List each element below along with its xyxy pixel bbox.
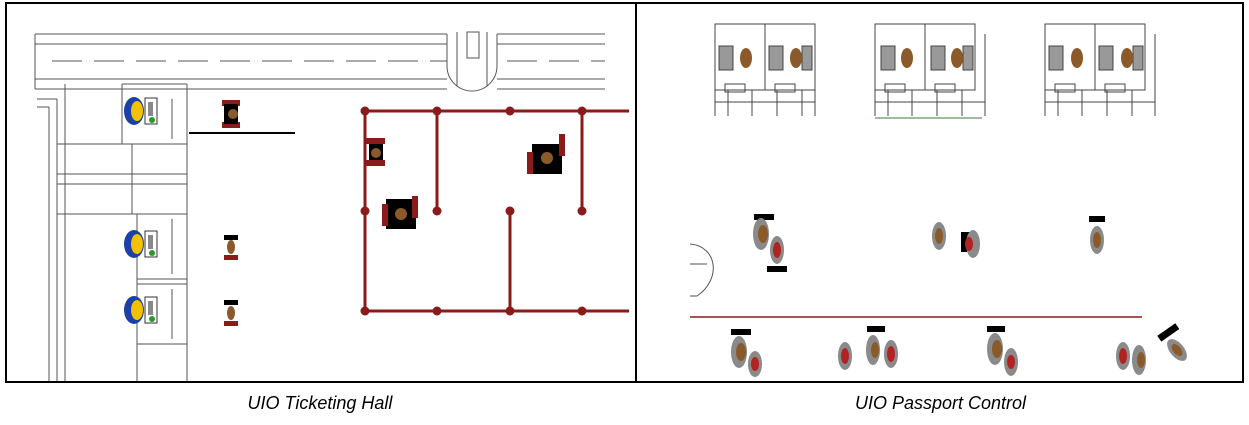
officer-booth-icon	[714, 23, 816, 116]
ticket-counter-agent-icon	[124, 97, 158, 125]
officer-icon	[1071, 48, 1133, 68]
passenger-icon	[1116, 323, 1187, 375]
passenger-icon	[222, 100, 240, 128]
ticket-counter-agent-icon	[124, 296, 158, 324]
passenger-icon	[224, 235, 238, 260]
ticketing-hall-panel	[7, 4, 635, 381]
ticketing-hall-caption: UIO Ticketing Hall	[247, 393, 393, 413]
passenger-icon	[382, 196, 418, 229]
officer-icon	[901, 48, 963, 68]
passport-control-panel	[637, 4, 1242, 381]
passenger-icon	[753, 214, 787, 272]
passenger-icon	[1089, 216, 1105, 254]
passenger-icon	[838, 326, 898, 370]
panel-divider	[635, 2, 637, 383]
passenger-icon	[932, 222, 980, 258]
ticket-counter-agent-icon	[124, 230, 158, 258]
corridor-walls	[34, 33, 605, 90]
officer-icon	[740, 48, 802, 68]
officer-booth-icon	[874, 23, 986, 116]
passenger-icon	[365, 138, 385, 166]
passport-control-caption: UIO Passport Control	[854, 393, 1027, 413]
column-outline	[689, 243, 714, 297]
building-walls	[37, 83, 188, 381]
passenger-icon	[527, 134, 565, 174]
passenger-icon	[224, 300, 238, 326]
officer-booth-icon	[1044, 23, 1156, 116]
passenger-icon	[987, 326, 1018, 376]
revolving-door-icon	[446, 31, 498, 92]
figure-frame	[5, 2, 1244, 383]
passenger-icon	[731, 329, 762, 377]
queue-barrier-post-icon	[360, 106, 587, 316]
